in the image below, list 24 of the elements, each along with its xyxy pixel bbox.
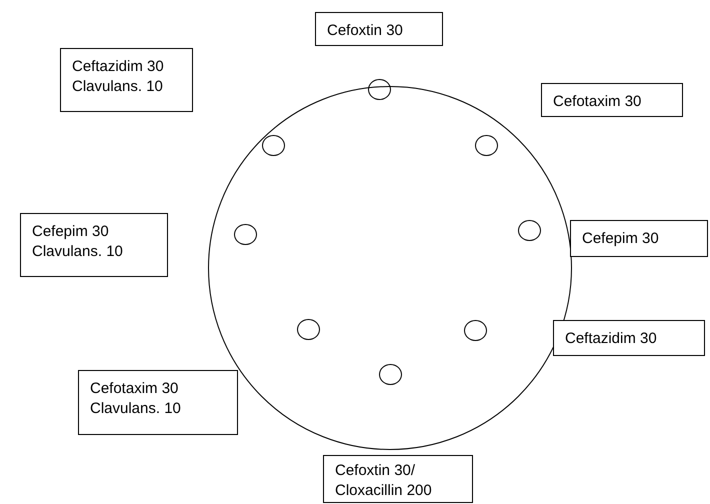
- antibiotic-label: Ceftazidim 30 Clavulans. 10: [72, 57, 165, 97]
- label-box: [20, 213, 168, 277]
- antibiotic-label: Cefepim 30: [582, 229, 660, 249]
- antibiotic-disk: [518, 220, 541, 241]
- label-box: [553, 320, 705, 356]
- antibiotic-label: Cefotaxim 30 Clavulans. 10: [90, 379, 182, 419]
- label-box: [541, 83, 683, 117]
- antibiotic-disk: [297, 319, 320, 340]
- label-box: [60, 48, 193, 112]
- antibiotic-disk: [234, 224, 257, 245]
- antibiotic-label: Cefoxtin 30/ Cloxacillin 200: [335, 461, 433, 501]
- antibiotic-disk: [475, 135, 498, 156]
- antibiotic-disk: [464, 320, 487, 341]
- antibiotic-label: Cefotaxim 30: [553, 92, 642, 112]
- antibiotic-disk: [262, 135, 285, 156]
- antibiotic-label: Cefepim 30 Clavulans. 10: [32, 222, 124, 262]
- label-box: [570, 220, 708, 257]
- label-box: [315, 12, 443, 46]
- antibiotic-disk: [368, 79, 391, 100]
- label-box: [78, 370, 238, 435]
- antibiotic-disk: [379, 364, 402, 385]
- antibiotic-label: Ceftazidim 30: [565, 329, 658, 349]
- label-box: [323, 455, 473, 503]
- antibiotic-label: Cefoxtin 30: [327, 21, 404, 41]
